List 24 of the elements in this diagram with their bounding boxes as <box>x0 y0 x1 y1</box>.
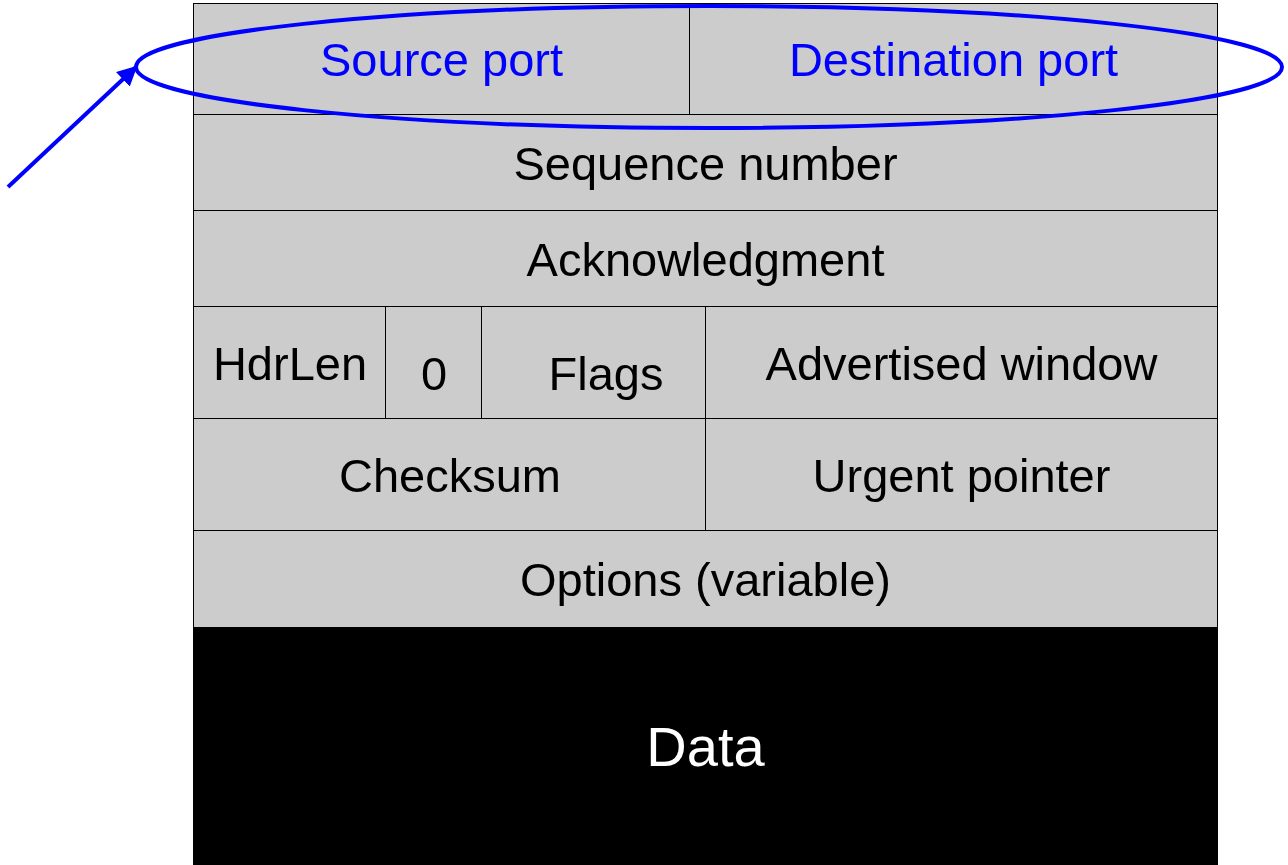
field-label: Urgent pointer <box>812 447 1111 503</box>
field-label: Options (variable) <box>520 551 891 607</box>
field-label: Destination port <box>788 32 1119 87</box>
header-field <box>705 418 1218 532</box>
field-label: Acknowledgment <box>526 231 885 287</box>
arrow <box>6 65 138 189</box>
field-label: HdrLen <box>212 335 368 391</box>
header-field <box>481 306 707 420</box>
field-label: Advertised window <box>765 335 1158 391</box>
field-label: Checksum <box>339 447 561 503</box>
header-field <box>193 530 1218 628</box>
data-label: Data <box>646 713 765 779</box>
header-field <box>193 306 387 420</box>
data-block <box>193 627 1218 865</box>
header-field <box>193 210 1218 308</box>
header-field <box>385 306 483 420</box>
field-label: 0 <box>420 345 448 401</box>
header-field <box>193 418 707 532</box>
header-field <box>193 114 1218 212</box>
field-label: Flags <box>548 345 664 401</box>
header-field <box>705 306 1218 420</box>
field-label: Source port <box>320 32 563 87</box>
field-label: Sequence number <box>513 135 898 191</box>
highlight-ellipse <box>134 4 1284 130</box>
